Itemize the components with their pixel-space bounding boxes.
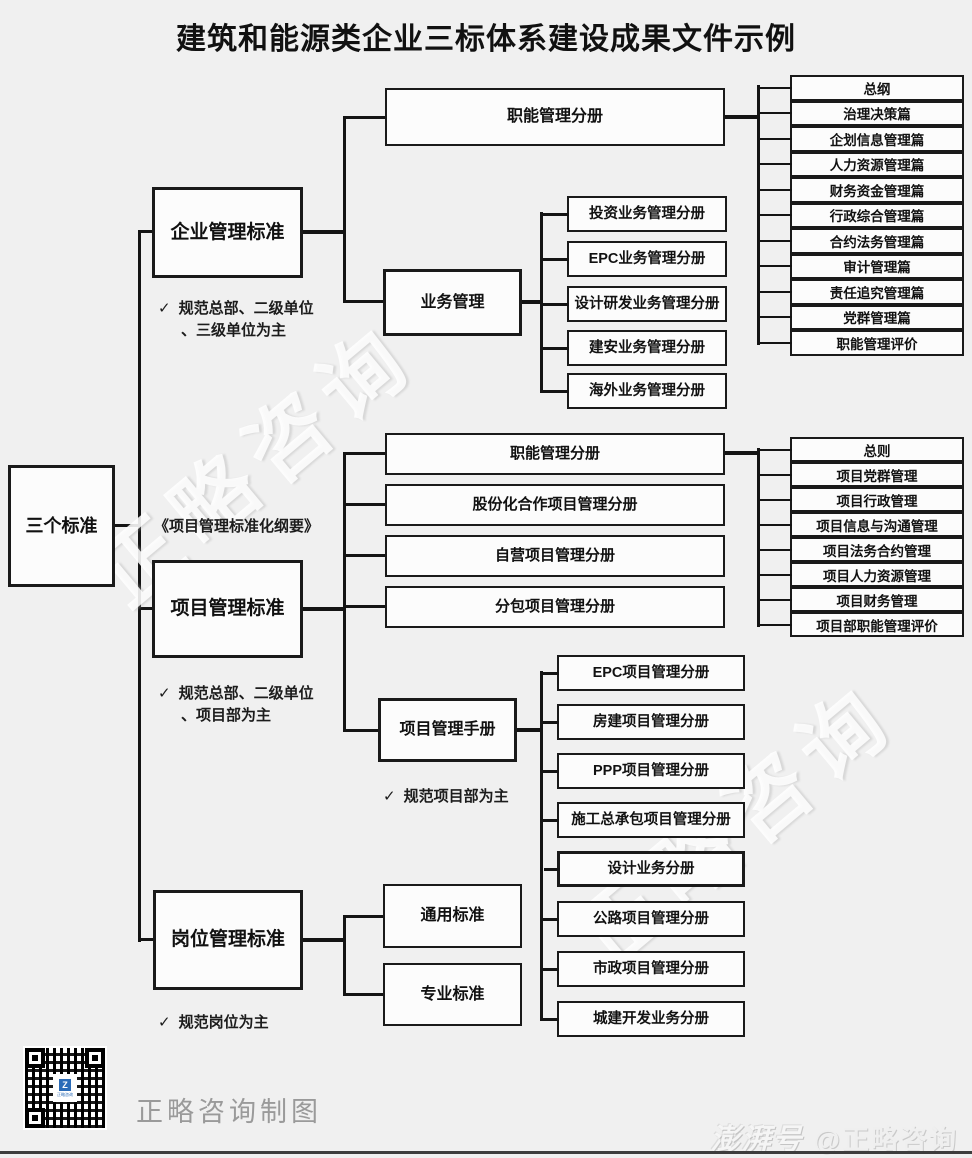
connector-line bbox=[343, 116, 346, 303]
connector-line bbox=[345, 503, 385, 506]
connector-line bbox=[343, 452, 346, 732]
connector-line bbox=[139, 607, 153, 610]
connector-line bbox=[345, 554, 385, 557]
connector-line bbox=[345, 452, 385, 455]
list-item: 职能管理评价 bbox=[760, 330, 964, 356]
list-project-functional: 总则 项目党群管理 项目行政管理 项目信息与沟通管理 项目法务合约管理 项目人力… bbox=[760, 437, 964, 637]
list-enterprise-functional: 总纲 治理决策篇 企划信息管理篇 人力资源管理篇 财务资金管理篇 行政综合管理篇… bbox=[760, 75, 964, 356]
node-functional-volume-enterprise: 职能管理分册 bbox=[385, 88, 725, 146]
node-project-volume: 分包项目管理分册 bbox=[385, 586, 725, 628]
connector-line bbox=[115, 524, 140, 527]
qr-finder-icon bbox=[85, 1048, 105, 1068]
list-item: 治理决策篇 bbox=[760, 100, 964, 126]
node-manual-item: 城建开发业务分册 bbox=[543, 1001, 745, 1037]
qr-finder-icon bbox=[25, 1048, 45, 1068]
connector-line bbox=[139, 938, 153, 941]
node-business-item: 投资业务管理分册 bbox=[543, 196, 727, 232]
node-three-standards: 三个标准 bbox=[8, 465, 115, 587]
connector-line bbox=[303, 607, 345, 611]
node-manual-item: 公路项目管理分册 bbox=[543, 901, 745, 937]
qr-logo-glyph: Z bbox=[59, 1079, 71, 1091]
check-icon: ✓ bbox=[158, 300, 171, 317]
page-title: 建筑和能源类企业三标体系建设成果文件示例 bbox=[176, 23, 796, 56]
connector-line bbox=[303, 938, 345, 942]
list-item: 项目行政管理 bbox=[760, 487, 964, 512]
qr-code: Z 正略咨询 bbox=[23, 1046, 107, 1130]
list-item: 行政综合管理篇 bbox=[760, 202, 964, 228]
node-manual-item: 设计业务分册 bbox=[544, 851, 745, 887]
qr-center-logo: Z 正略咨询 bbox=[53, 1074, 77, 1102]
list-item: 项目人力资源管理 bbox=[760, 562, 964, 587]
note-position: ✓规范岗位为主 bbox=[158, 1014, 269, 1031]
qr-logo-text: 正略咨询 bbox=[57, 1092, 73, 1097]
node-manual-item: 施工总承包项目管理分册 bbox=[543, 802, 745, 838]
list-item: 企划信息管理篇 bbox=[760, 126, 964, 152]
list-item: 党群管理篇 bbox=[760, 304, 964, 330]
list-item: 人力资源管理篇 bbox=[760, 151, 964, 177]
platform-watermark: 澎湃号 @正略咨询 bbox=[711, 1116, 958, 1158]
note-enterprise: ✓规范总部、二级单位 、三级单位为主 bbox=[158, 300, 314, 339]
note-project: ✓规范总部、二级单位 、项目部为主 bbox=[158, 685, 314, 724]
node-manual-item: 房建项目管理分册 bbox=[543, 704, 745, 740]
list-item: 项目法务合约管理 bbox=[760, 537, 964, 562]
list-item: 审计管理篇 bbox=[760, 253, 964, 279]
node-professional-standard: 专业标准 bbox=[383, 963, 522, 1026]
list-item: 项目财务管理 bbox=[760, 587, 964, 612]
check-icon: ✓ bbox=[158, 685, 171, 702]
label-project-outline: 《项目管理标准化纲要》 bbox=[154, 518, 320, 535]
connector-line bbox=[345, 605, 385, 608]
check-icon: ✓ bbox=[158, 1014, 171, 1031]
node-position-standard: 岗位管理标准 bbox=[153, 890, 303, 990]
connector-line bbox=[517, 728, 541, 732]
list-item: 项目信息与沟通管理 bbox=[760, 512, 964, 537]
node-project-volume: 自营项目管理分册 bbox=[385, 535, 725, 577]
connector-bracket bbox=[757, 448, 760, 627]
account-handle: @正略咨询 bbox=[813, 1125, 958, 1155]
list-item: 总则 bbox=[760, 437, 964, 462]
node-business-item: 海外业务管理分册 bbox=[543, 373, 727, 409]
connector-line bbox=[345, 993, 383, 996]
node-project-volume: 职能管理分册 bbox=[385, 433, 725, 475]
note-project-manual: ✓规范项目部为主 bbox=[383, 788, 509, 805]
node-business-item: 建安业务管理分册 bbox=[543, 330, 727, 366]
node-manual-item: EPC项目管理分册 bbox=[543, 655, 745, 691]
connector-line bbox=[725, 451, 759, 455]
connector-line bbox=[303, 230, 345, 234]
connector-line bbox=[345, 915, 383, 918]
credit-text: 正略咨询制图 bbox=[136, 1097, 322, 1127]
connector-line bbox=[725, 115, 759, 119]
connector-bracket bbox=[540, 671, 543, 1021]
connector-line bbox=[345, 116, 385, 119]
connector-line bbox=[345, 300, 383, 303]
node-manual-item: PPP项目管理分册 bbox=[543, 753, 745, 789]
bottom-divider bbox=[0, 1151, 972, 1154]
connector-bracket bbox=[540, 212, 543, 393]
connector-line bbox=[522, 300, 542, 304]
connector-trunk bbox=[138, 230, 141, 942]
node-manual-item: 市政项目管理分册 bbox=[543, 951, 745, 987]
node-project-manual: 项目管理手册 bbox=[378, 698, 517, 762]
list-item: 总纲 bbox=[760, 75, 964, 101]
node-business-item: 设计研发业务管理分册 bbox=[543, 286, 727, 322]
node-enterprise-standard: 企业管理标准 bbox=[152, 187, 303, 278]
check-icon: ✓ bbox=[383, 788, 396, 805]
connector-bracket bbox=[757, 85, 760, 345]
node-project-standard: 项目管理标准 bbox=[152, 560, 303, 658]
list-item: 项目部职能管理评价 bbox=[760, 612, 964, 637]
list-item: 财务资金管理篇 bbox=[760, 177, 964, 203]
list-item: 合约法务管理篇 bbox=[760, 228, 964, 254]
connector-line bbox=[139, 230, 153, 233]
node-business-item: EPC业务管理分册 bbox=[543, 241, 727, 277]
connector-line bbox=[345, 729, 378, 732]
node-project-volume: 股份化合作项目管理分册 bbox=[385, 484, 725, 526]
node-business-management: 业务管理 bbox=[383, 269, 522, 336]
list-item: 责任追究管理篇 bbox=[760, 279, 964, 305]
list-item: 项目党群管理 bbox=[760, 462, 964, 487]
qr-finder-icon bbox=[25, 1108, 45, 1128]
pengpai-logo: 澎湃号 bbox=[710, 1124, 804, 1156]
connector-line bbox=[343, 915, 346, 996]
node-general-standard: 通用标准 bbox=[383, 884, 522, 948]
